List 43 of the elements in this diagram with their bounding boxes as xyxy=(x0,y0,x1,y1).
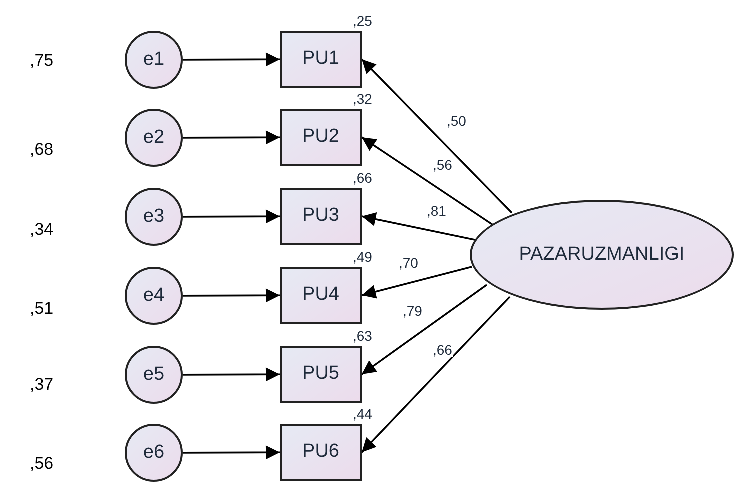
observed-variable-box: PU1 xyxy=(280,31,362,88)
value-label: ,37 xyxy=(30,376,54,393)
error-term-circle: e1 xyxy=(125,31,183,89)
arrow xyxy=(183,52,280,67)
r-squared-value: ,63 xyxy=(352,329,374,343)
arrow xyxy=(183,210,280,224)
edge-label: ,50 xyxy=(446,114,468,128)
arrow xyxy=(361,284,488,376)
arrow xyxy=(361,58,513,214)
arrow xyxy=(362,266,472,299)
observed-variable-box: PU5 xyxy=(280,346,362,403)
r-squared-value: ,25 xyxy=(352,14,374,28)
arrow xyxy=(361,296,511,454)
edge-label: ,79 xyxy=(402,304,424,318)
value-label: ,51 xyxy=(30,300,54,317)
observed-variable-box: PU4 xyxy=(280,267,362,324)
edge-label: ,66 xyxy=(432,343,454,357)
edge-label: ,70 xyxy=(398,256,420,270)
error-term-circle: e2 xyxy=(125,109,183,167)
r-squared-value: ,49 xyxy=(352,250,374,264)
arrow xyxy=(362,136,494,226)
error-term-circle: e5 xyxy=(125,346,183,404)
latent-variable-ellipse: PAZARUZMANLIGI xyxy=(470,200,734,310)
value-label: ,75 xyxy=(30,52,54,69)
r-squared-value: ,32 xyxy=(352,92,374,106)
arrow xyxy=(183,446,280,460)
r-squared-value: ,66 xyxy=(352,171,374,185)
arrow xyxy=(183,368,280,382)
arrow xyxy=(183,288,280,303)
arrow xyxy=(362,212,476,241)
value-label: ,68 xyxy=(30,141,54,158)
edge-label: ,81 xyxy=(426,204,448,218)
value-label: ,34 xyxy=(30,221,54,238)
arrow xyxy=(183,130,280,145)
error-term-circle: e6 xyxy=(125,424,183,482)
edge-label: ,56 xyxy=(432,158,454,172)
error-term-circle: e4 xyxy=(125,267,183,325)
observed-variable-box: PU6 xyxy=(280,424,362,481)
r-squared-value: ,44 xyxy=(352,407,374,421)
observed-variable-box: PU2 xyxy=(280,109,362,166)
observed-variable-box: PU3 xyxy=(280,188,362,245)
value-label: ,56 xyxy=(30,455,54,472)
error-term-circle: e3 xyxy=(125,188,183,246)
